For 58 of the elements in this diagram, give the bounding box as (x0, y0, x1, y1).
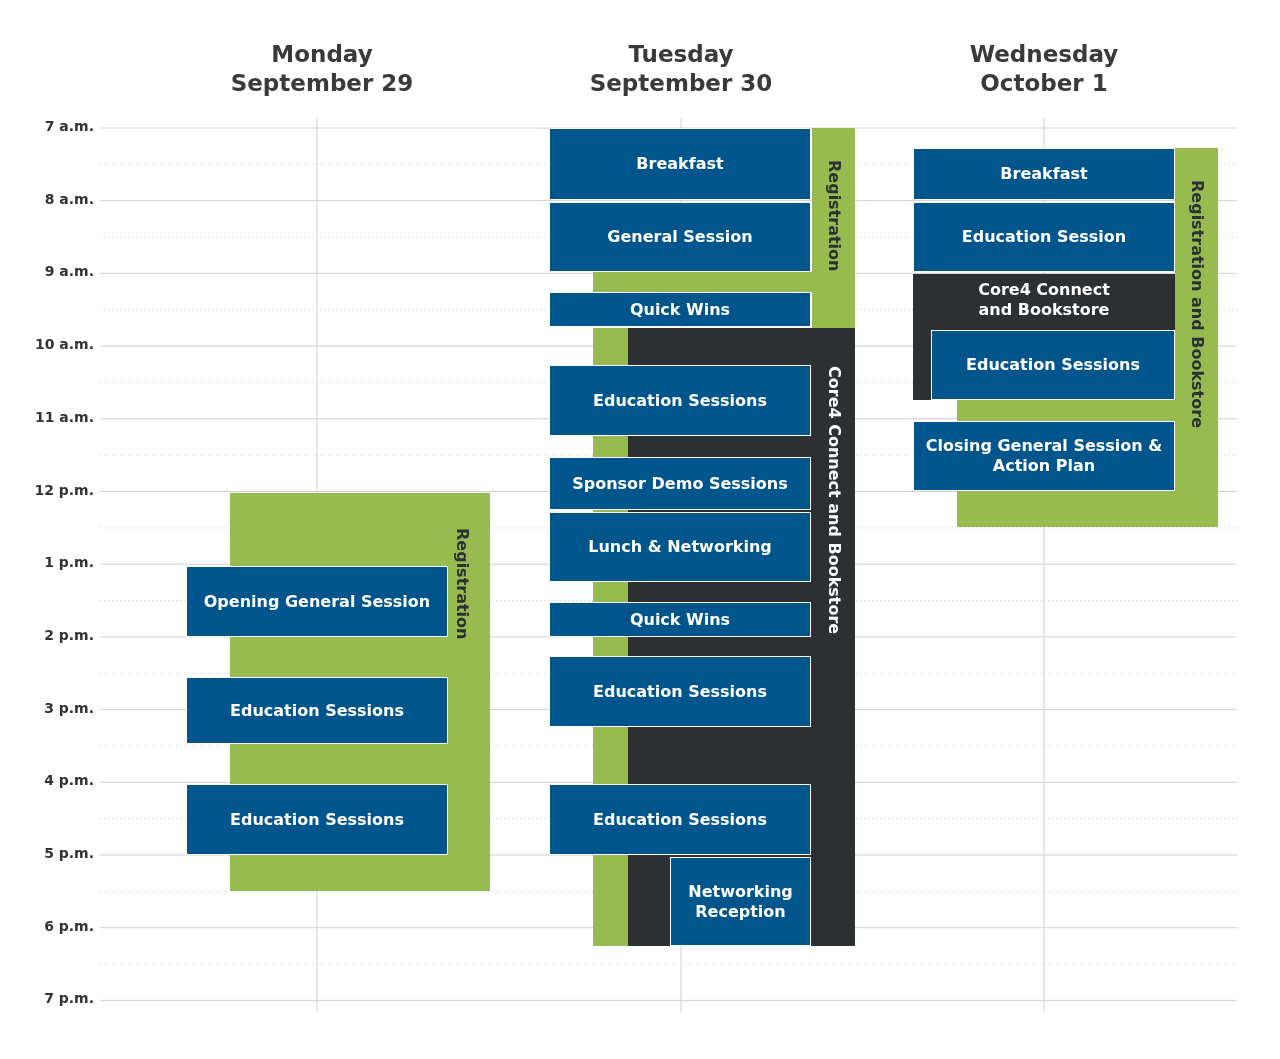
session-title: Registration (452, 528, 473, 640)
session-block (931, 330, 1175, 400)
session-block (549, 457, 811, 510)
session-title: Education Sessions (229, 700, 405, 721)
session-block (186, 784, 448, 855)
time-label: 12 p.m. (33, 481, 94, 498)
session-block (549, 656, 811, 727)
session-title: Core4 Connect and Bookstore (977, 280, 1111, 320)
time-label: 7 p.m. (43, 990, 94, 1007)
session-block (549, 512, 811, 582)
time-label: 8 a.m. (43, 190, 94, 207)
session-title: Quick Wins (628, 299, 732, 320)
time-label: 2 p.m. (43, 626, 94, 643)
day-heading: Wednesday October 1 (968, 40, 1120, 98)
time-label: 1 p.m. (43, 554, 94, 571)
session-title: Education Sessions (592, 681, 768, 702)
time-label: 4 p.m. (43, 772, 94, 789)
session-title: Opening General Session (202, 591, 432, 612)
session-block (549, 784, 811, 855)
session-block (670, 857, 811, 946)
session-block (549, 292, 811, 327)
time-label: 10 a.m. (33, 336, 94, 353)
session-title: Education Session (960, 227, 1128, 247)
time-label: 9 a.m. (43, 263, 94, 280)
session-block (549, 602, 811, 637)
session-title: Core4 Connect and Bookstore (823, 366, 845, 635)
time-label: 5 p.m. (43, 845, 94, 861)
session-title: Networking Reception (687, 881, 794, 922)
day-heading: Tuesday September 30 (588, 40, 774, 98)
session-title: Closing General Session & Action Plan (924, 436, 1164, 476)
registration-band (1175, 148, 1218, 527)
session-title: Registration (823, 160, 845, 272)
session-block (549, 365, 811, 436)
session-block (186, 566, 448, 637)
session-title: Breakfast (635, 154, 725, 174)
session-title: Registration and Bookstore (1186, 180, 1208, 428)
session-title: Lunch & Networking (587, 537, 773, 557)
registration-band (812, 128, 855, 328)
session-title: Education Sessions (592, 390, 768, 411)
session-title: Education Sessions (965, 355, 1141, 375)
session-block (186, 677, 448, 744)
time-label: 7 a.m. (43, 118, 94, 134)
time-label: 11 a.m. (33, 408, 94, 425)
session-title: Breakfast (999, 164, 1089, 184)
session-title: Quick Wins (628, 609, 732, 630)
session-title: Education Sessions (592, 809, 768, 830)
time-label: 6 p.m. (43, 917, 94, 934)
session-block (549, 202, 811, 272)
session-title: General Session (606, 227, 754, 247)
session-block (549, 128, 811, 200)
exhibit-band (913, 274, 1175, 400)
time-label: 3 p.m. (43, 699, 94, 716)
session-title: Education Sessions (229, 809, 405, 830)
session-title: Sponsor Demo Sessions (571, 473, 789, 494)
session-block (913, 421, 1175, 491)
day-heading: Monday September 29 (229, 40, 415, 98)
session-block (913, 148, 1175, 200)
session-block (913, 202, 1175, 272)
